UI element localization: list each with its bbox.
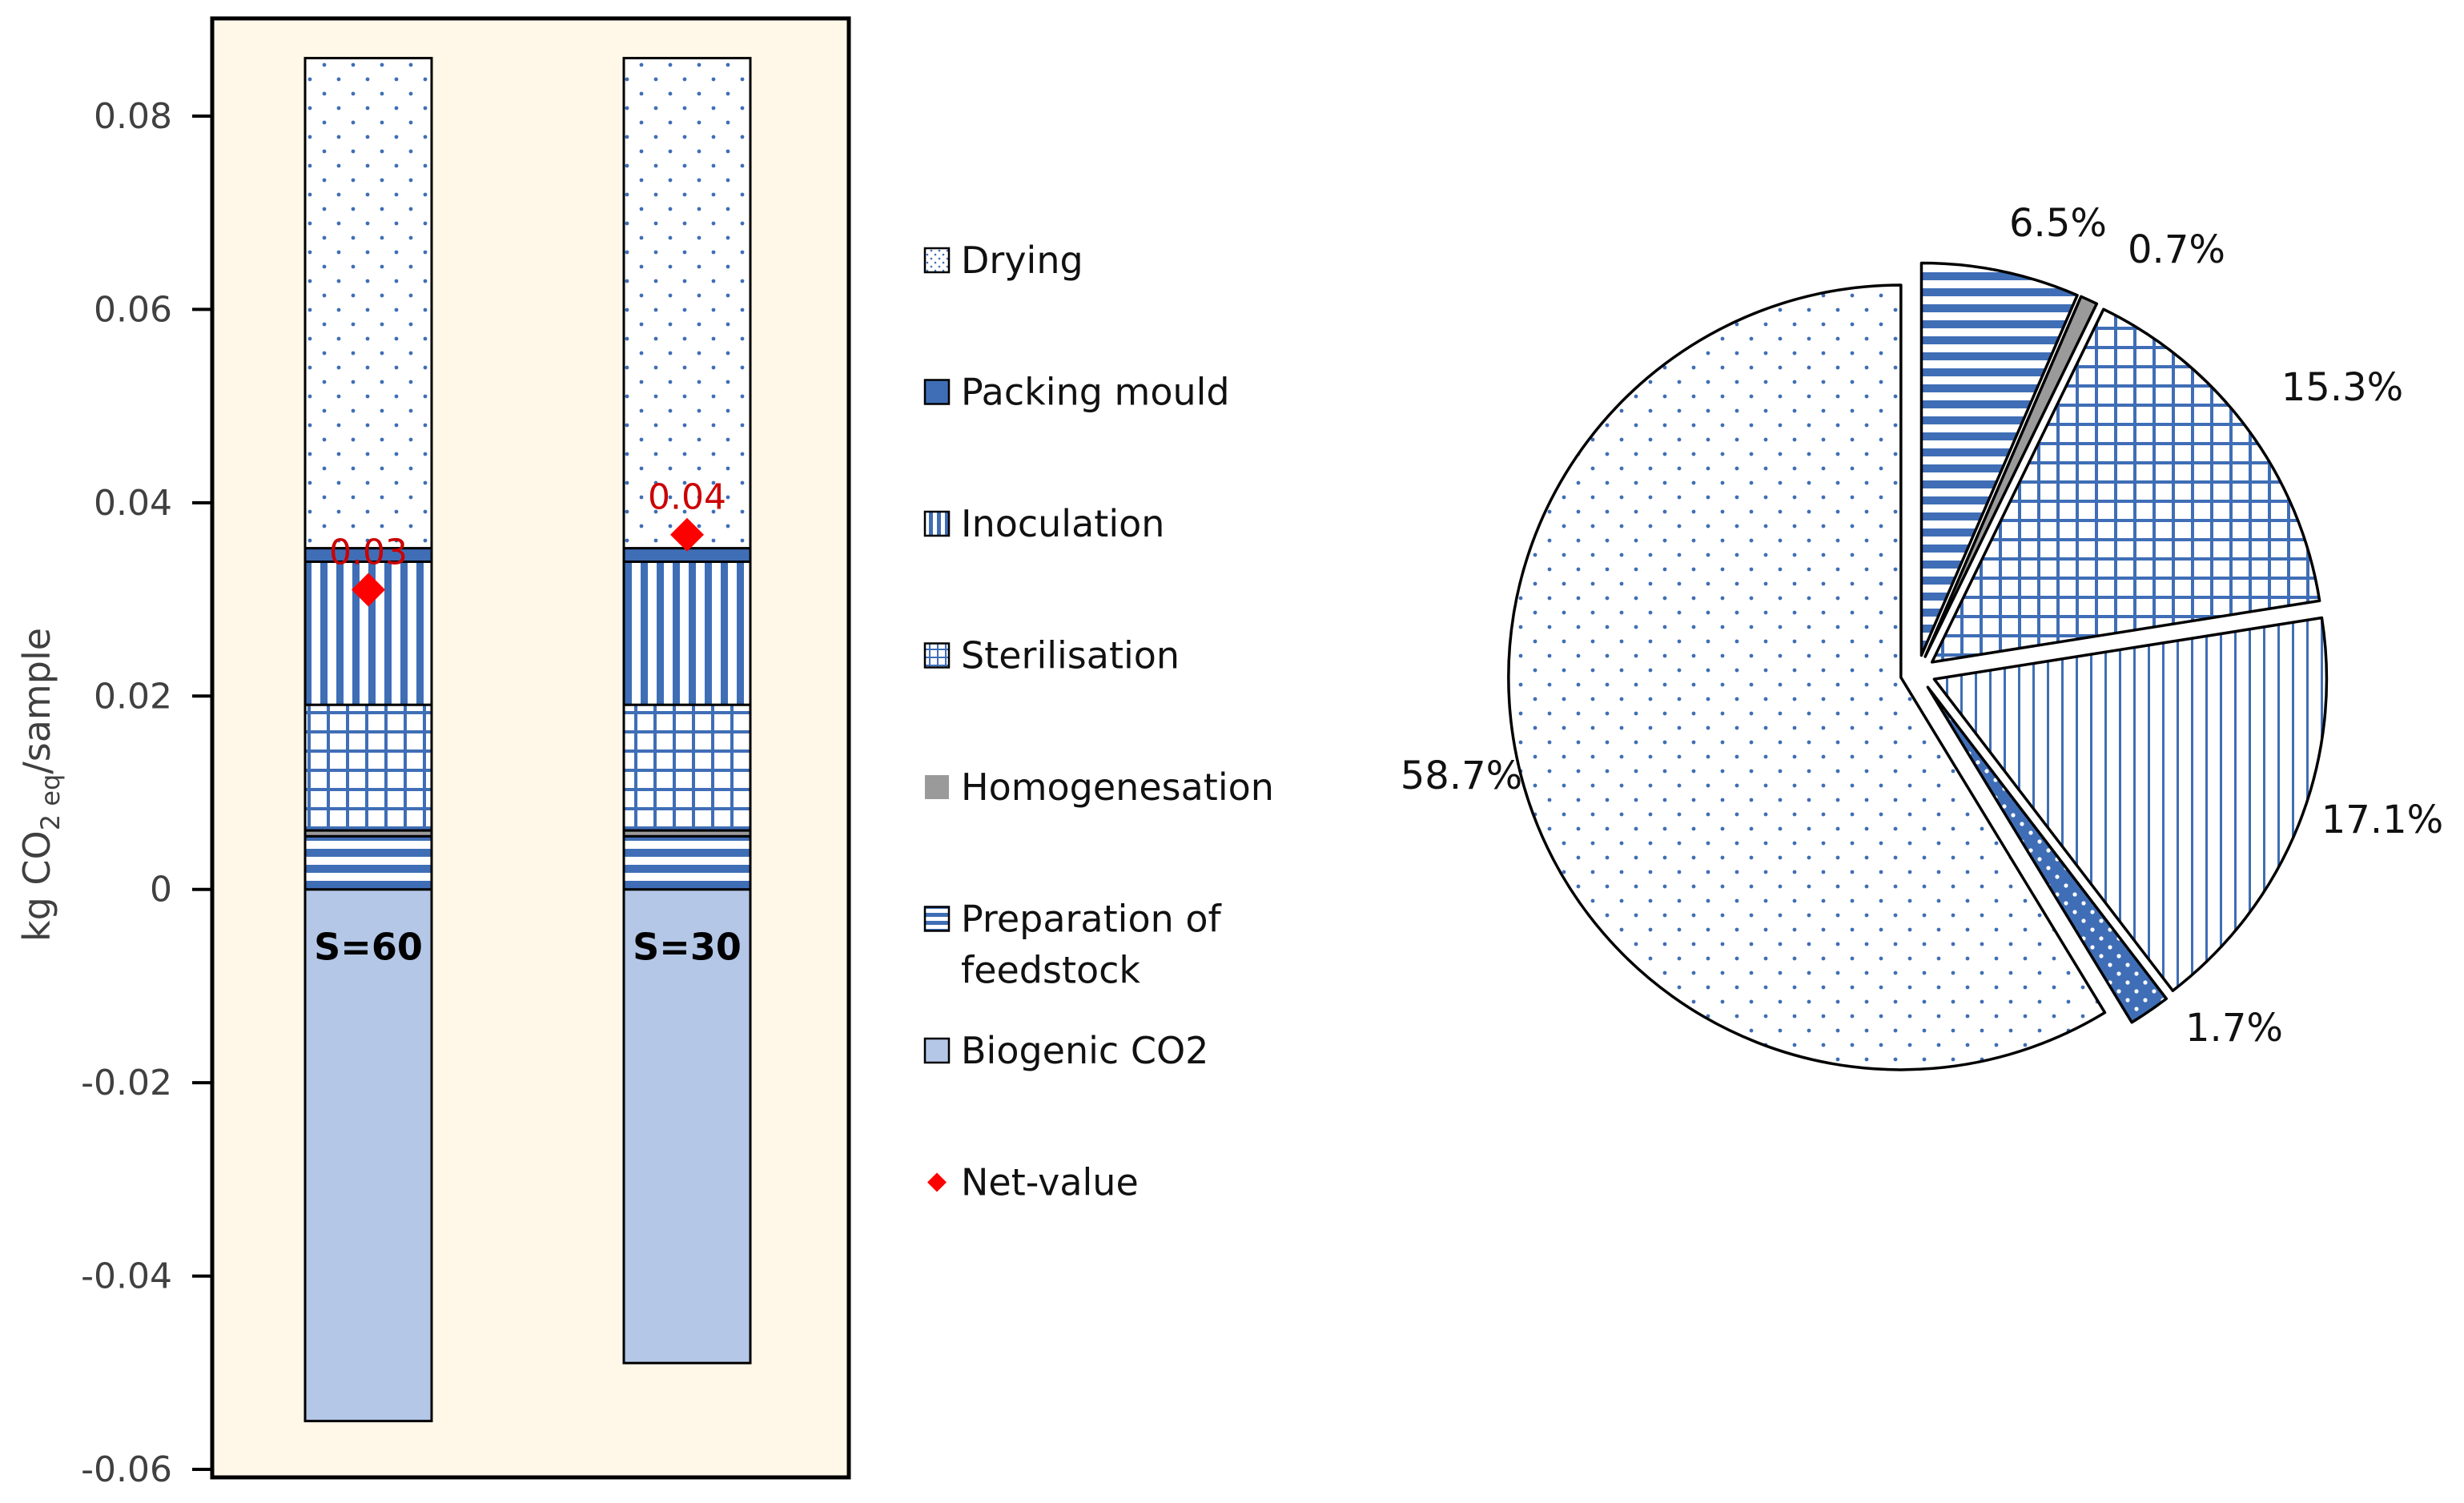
legend-label: Sterilisation (961, 634, 1180, 677)
legend-swatch (925, 775, 949, 799)
y-tick-label: 0.06 (94, 289, 172, 330)
y-tick-label: -0.06 (81, 1449, 172, 1490)
legend-swatch (923, 247, 951, 274)
y-axis-label-suffix: /sample (15, 628, 58, 774)
legend-swatch (923, 642, 951, 669)
net-value-label: 0.03 (329, 532, 408, 573)
pie-slice (1919, 261, 2079, 657)
legend-label-line2: feedstock (961, 949, 1140, 992)
legend-label: Homogenesation (961, 766, 1274, 809)
bar-category-label: S=60 (314, 926, 423, 969)
bar-segment (303, 57, 433, 550)
bar-segment (303, 834, 433, 891)
y-axis-label-subscript: 2 eq (35, 774, 66, 831)
net-value-label: 0.04 (648, 477, 726, 518)
y-tick-label: 0 (150, 870, 172, 910)
y-tick-label: 0.04 (94, 483, 172, 524)
pie-chart: 6.5% 0.7% 15.3% 17.1% 1.7% 58.7% (1401, 201, 2443, 1071)
pie-slice (1932, 616, 2329, 992)
bar-segment (622, 703, 752, 832)
pie-slice-label: 0.7% (2128, 227, 2225, 272)
pie-slice (1926, 685, 2169, 1024)
y-axis-ticks: -0.06 -0.04 -0.02 0 0.02 0.04 0.06 0.08 (81, 96, 212, 1490)
legend-label: Biogenic CO2 (961, 1029, 1208, 1072)
legend-swatch (923, 1037, 951, 1064)
legend-swatch-net-value (927, 1172, 947, 1192)
pie-slice-label: 58.7% (1401, 754, 1522, 798)
pie-slice (1507, 283, 2107, 1071)
bar-segment (622, 834, 752, 891)
y-tick-label: 0.02 (94, 676, 172, 717)
pie-slice-label: 6.5% (2009, 201, 2107, 246)
bar-segment (303, 703, 433, 832)
y-axis-label-main: kg CO (15, 830, 58, 942)
y-axis-label: kg CO2 eq/sample (15, 628, 66, 942)
legend-label: Net-value (961, 1161, 1139, 1204)
legend-swatch (923, 906, 951, 932)
y-tick-label: -0.04 (81, 1256, 172, 1297)
bar-stacks: S=60 0.03S=30 0.04 (303, 57, 752, 1423)
legend-label: Packing mould (961, 371, 1230, 414)
bar-chart: -0.06 -0.04 -0.02 0 0.02 0.04 0.06 0.08 kg CO2 … (15, 16, 851, 1490)
pie-slice-label: 1.7% (2185, 1006, 2283, 1051)
legend-label: Drying (961, 239, 1083, 282)
pie-slice-label: 15.3% (2281, 365, 2403, 410)
legend-swatch (923, 379, 951, 405)
bar-category-label: S=30 (633, 926, 742, 969)
y-tick-label: -0.02 (81, 1063, 172, 1103)
bar-segment (622, 888, 752, 1364)
bar-segment (303, 888, 433, 1423)
net-value-marker (670, 517, 704, 552)
net-value-marker (352, 573, 385, 607)
legend-label: Preparation of (961, 898, 1223, 941)
legend-label: Inoculation (961, 502, 1164, 545)
bar-segment (622, 560, 752, 706)
bar-segment (622, 57, 752, 550)
pie-slice (1923, 295, 2099, 658)
pie-slice (1930, 307, 2321, 664)
y-tick-label: 0.08 (94, 96, 172, 137)
pie-slice-label: 17.1% (2321, 798, 2443, 842)
legend-swatch (923, 510, 951, 537)
